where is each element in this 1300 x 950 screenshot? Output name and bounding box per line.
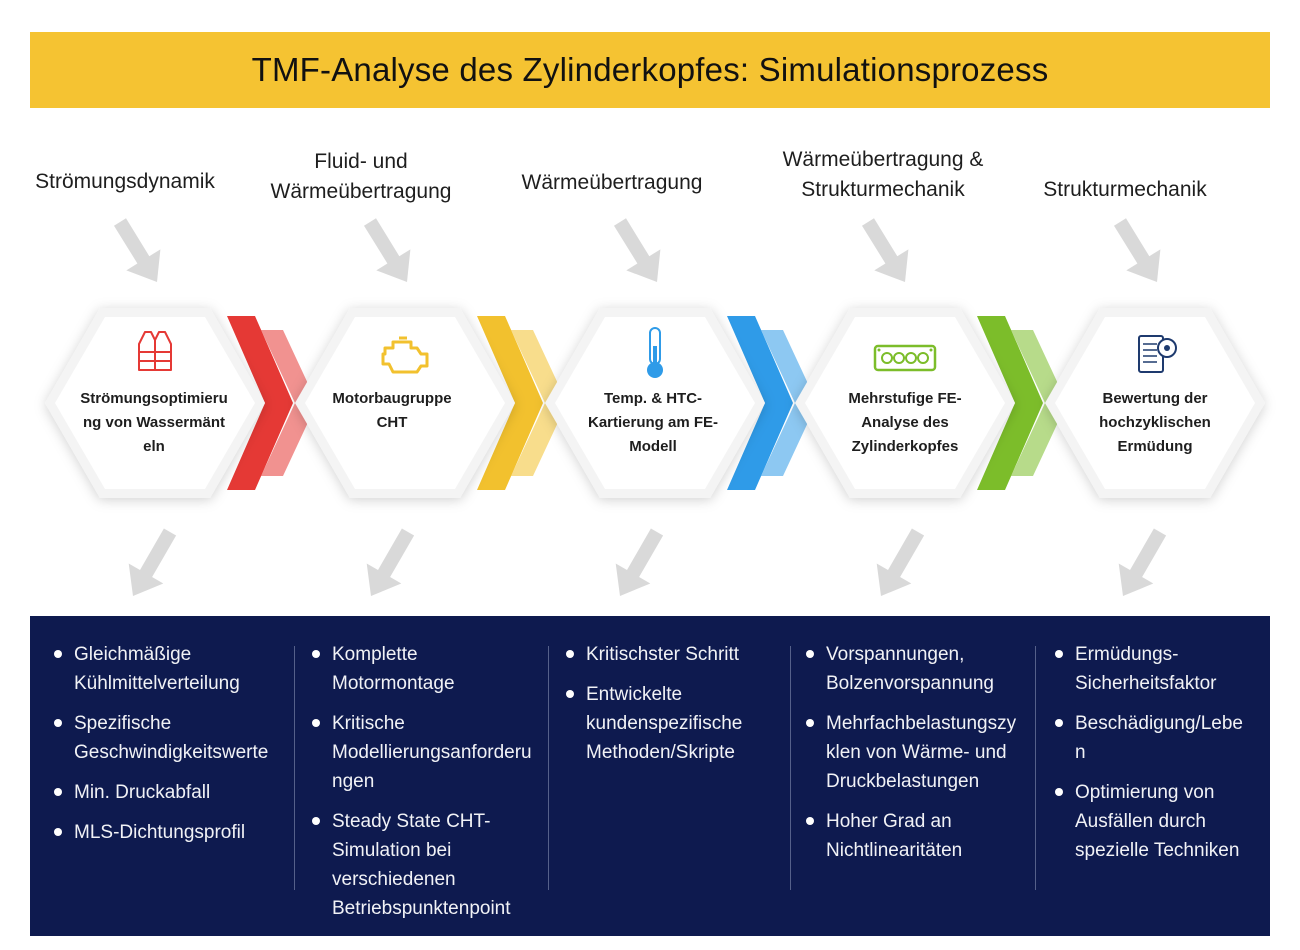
down-arrow-top-1 [114,218,161,282]
bullet-item: Min. Druckabfall [48,778,288,807]
column-divider [548,646,549,890]
details-column-1: Gleichmäßige Kühlmittelverteilung Spezif… [48,640,288,858]
bullet-item: Kritische Modellierungsanforderungen [306,709,540,796]
down-arrow-bottom-4 [876,528,925,596]
bullet-item: Optimierung von Ausfällen durch speziell… [1049,778,1249,865]
cylinder-bore [881,352,893,364]
details-column-5: Ermüdungs-Sicherheitsfaktor Beschädigung… [1049,640,1249,876]
down-arrow-bottom-2 [366,528,415,596]
bullet-item: Hoher Grad an Nichtlinearitäten [800,807,1025,865]
bullet-item: Steady State CHT-Simulation bei verschie… [306,807,540,923]
bullet-item: Ermüdungs-Sicherheitsfaktor [1049,640,1249,698]
page-title: TMF-Analyse des Zylinderkopfes: Simulati… [251,51,1049,88]
cylinder-bore [893,352,905,364]
column-divider [1035,646,1036,890]
bullet-item: Spezifische Geschwindigkeitswerte [48,709,288,767]
thermometer-mercury [653,346,657,366]
bullet-item: Vorspannungen, Bolzenvorspannung [800,640,1025,698]
chevron-arrow [727,316,793,490]
column-divider [790,646,791,890]
engine-icon [381,336,429,374]
bolt-hole [929,348,933,352]
chevron-arrow [977,316,1043,490]
hexagon-inner-3 [555,317,755,489]
down-arrow-bottom-1 [128,528,177,596]
hex-text-4: Mehrstufige FE-Analyse des Zylinderkopfe… [848,390,962,455]
cylinder-bore [905,352,917,364]
down-arrow-bottom-3 [615,528,664,596]
bolt-hole [877,348,881,352]
down-arrow-top-5 [1114,218,1161,282]
fatigue-report-icon [1138,335,1177,373]
chevron-arrow [227,316,293,490]
bullet-item: Entwickelte kundenspezifische Methoden/S… [560,680,780,767]
hexagon-inner-2 [305,317,505,489]
bullet-item: Komplette Motormontage [306,640,540,698]
details-column-4: Vorspannungen, Bolzenvorspannung Mehrfac… [800,640,1025,876]
hexagon-inner-1 [55,317,255,489]
details-column-2: Komplette Motormontage Kritische Modelli… [306,640,540,934]
hexagon-inner-5 [1055,317,1255,489]
thermometer-bulb [647,362,663,378]
hex-text-2: Motorbaugruppe CHT [332,390,452,431]
gear-center [1164,345,1170,351]
engine-outline [381,340,429,374]
bullet-item: Beschädigung/Leben [1049,709,1249,767]
down-arrow-bottom-5 [1118,528,1167,596]
bullet-item: Mehrfachbelastungszyklen von Wärme- und … [800,709,1025,796]
bullet-item: MLS-Dichtungsprofil [48,818,288,847]
stage-label-2: Fluid- und Wärmeübertragung [270,150,452,203]
down-arrow-top-4 [862,218,909,282]
cylinder-bore [917,352,929,364]
hex-text-3: Temp. & HTC-Kartierung am FE-Modell [587,390,719,455]
stage-label-3: Wärmeübertragung [521,171,703,194]
down-arrow-top-2 [364,218,411,282]
thermometer-icon [647,327,663,378]
chevron-arrow [477,316,543,490]
stage-label-4: Wärmeübertragung & Strukturmechanik [782,148,984,201]
cylinder-head-icon [873,344,937,372]
hexagon-inner-4 [805,317,1005,489]
cylinder-block [873,344,937,372]
bullet-item: Kritischster Schritt [560,640,780,669]
title-banner: TMF-Analyse des Zylinderkopfes: Simulati… [30,32,1270,108]
hex-text-1: Strömungsoptimierung von Wassermänteln [80,390,228,455]
details-column-3: Kritischster Schritt Entwickelte kundens… [560,640,780,778]
vest-body [138,331,172,371]
details-panel: Gleichmäßige Kühlmittelverteilung Spezif… [30,616,1270,936]
down-arrow-top-3 [614,218,661,282]
stage-label-5: Strukturmechanik [1043,178,1207,201]
column-divider [294,646,295,890]
stage-label-1: Strömungsdynamik [35,170,215,193]
life-vest-icon [138,331,172,371]
bullet-item: Gleichmäßige Kühlmittelverteilung [48,640,288,698]
hex-text-5: Bewertung der hochzyklischen Ermüdung [1099,390,1211,455]
